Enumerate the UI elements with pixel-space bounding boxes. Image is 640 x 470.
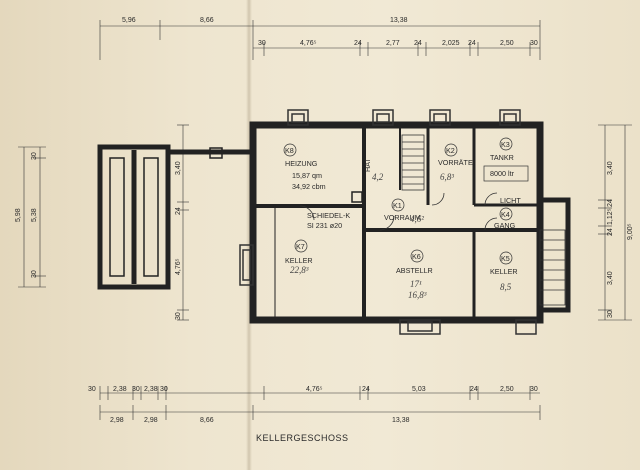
room-k8-id: K8: [285, 146, 294, 155]
room-k5-name: KELLER: [490, 267, 518, 276]
annex-wall: [540, 197, 571, 313]
dim-top-outer-1: 5,96: [122, 17, 136, 24]
room-k3-tank: 8000 ltr: [490, 169, 515, 178]
room-k8-name: HEIZUNG: [285, 159, 318, 168]
staircases: [401, 134, 566, 306]
dim-left-outer-1: 5,98: [15, 208, 22, 222]
dim-left-mid-4: 30: [175, 312, 182, 320]
dim-left-outer-4: 30: [31, 270, 38, 278]
dim-bottom-inner-7: 24: [362, 386, 370, 393]
room-k5-area-hand: 8,5: [500, 282, 512, 292]
dim-top-outer-2: 8,66: [200, 17, 214, 24]
outbuilding: [97, 144, 253, 290]
dim-bottom-outer-2: 2,98: [144, 417, 158, 424]
dim-right-1: 3,40: [607, 161, 614, 175]
window-wells: [239, 109, 537, 335]
dimension-texts: 5,96 8,66 13,38 30 4,76⁵ 24 2,77 24 2,02…: [15, 17, 634, 424]
room-k3-name: TANKR: [490, 153, 514, 162]
dim-bottom-inner-9: 24: [470, 386, 478, 393]
dim-bottom-outer-4: 13,38: [392, 417, 410, 424]
licht-label: LICHT: [500, 196, 521, 205]
dim-left-mid-1: 3,40: [175, 161, 182, 175]
dim-bottom-inner-8: 5,03: [412, 386, 426, 393]
dim-bottom-outer-3: 8,66: [200, 417, 214, 424]
room-k1-area-hand: 4,6²: [410, 214, 424, 224]
dim-top-inner-8: 2,50: [500, 40, 514, 47]
dim-left-outer-3: 30: [31, 152, 38, 160]
dim-left-mid-3: 4,76⁵: [175, 258, 182, 275]
room-k7-id: K7: [296, 242, 305, 251]
room-k4-id: K4: [501, 210, 510, 219]
schiedel-spec: SI 231 ø20: [307, 221, 342, 230]
room-k1-name: VORRAUM: [384, 213, 421, 222]
room-k8-area: 15,87 qm: [292, 171, 322, 180]
room-k1-id: K1: [393, 201, 402, 210]
dim-bottom-outer-1: 2,98: [110, 417, 124, 424]
room-k6-hand1: 17¹: [410, 279, 422, 289]
dim-bottom-inner-2: 2,38: [113, 386, 127, 393]
dim-top-inner-4: 2,77: [386, 40, 400, 47]
dim-top-inner-7: 24: [468, 40, 476, 47]
dim-top-outer-3: 13,38: [390, 17, 408, 24]
dim-bottom-inner-4: 2,38: [144, 386, 158, 393]
dimension-lines: [18, 20, 632, 420]
room-k2-id: K2: [446, 146, 455, 155]
dim-top-inner-6: 2,025: [442, 40, 460, 47]
dim-left-outer-2: 5,38: [31, 208, 38, 222]
dim-right-3: 1,12⁵: [607, 208, 614, 225]
dim-bottom-inner-6: 4,76⁵: [306, 386, 323, 393]
dim-bottom-inner-1: 30: [88, 386, 96, 393]
room-k7-name: KELLER: [285, 256, 313, 265]
dim-top-inner-5: 24: [414, 40, 422, 47]
dim-bottom-inner-3: 30: [132, 386, 140, 393]
hat-label: HAT: [363, 158, 372, 172]
dim-right-7: 9,00⁵: [627, 223, 634, 240]
dim-top-inner-3: 24: [354, 40, 362, 47]
room-k7-area-hand: 22,8³: [290, 265, 309, 275]
walls: [249, 121, 571, 324]
room-k5-id: K5: [501, 254, 510, 263]
dim-bottom-inner-10: 2,50: [500, 386, 514, 393]
dim-top-inner-9: 30: [530, 40, 538, 47]
dim-right-2: 24: [607, 199, 614, 207]
dim-right-6: 30: [607, 310, 614, 318]
schiedel-name: SCHIEDEL-K: [307, 211, 350, 220]
room-k2-area-hand: 6,8³: [440, 172, 454, 182]
room-k6-name: ABSTELLR: [396, 266, 433, 275]
room-k3-id: K3: [501, 140, 510, 149]
dim-top-inner-2: 4,76⁵: [300, 40, 317, 47]
dim-left-mid-2: 24: [175, 207, 182, 215]
room-k6-hand2: 16,8³: [408, 290, 427, 300]
room-k8-volume: 34,92 cbm: [292, 182, 326, 191]
dim-bottom-inner-5: 30: [160, 386, 168, 393]
room-k6-id: K6: [412, 252, 421, 261]
chimney: [351, 191, 363, 203]
room-labels: K8 HEIZUNG 15,87 qm 34,92 cbm K2 VORRÄTE…: [283, 137, 529, 300]
room-k2-name: VORRÄTE: [438, 158, 473, 167]
dim-bottom-inner-11: 30: [530, 386, 538, 393]
paper-fold: [246, 0, 252, 470]
drawing-title: KELLERGESCHOSS: [256, 433, 349, 443]
room-k4-name: GANG: [494, 221, 516, 230]
dim-right-5: 3,40: [607, 271, 614, 285]
doors: [299, 192, 498, 231]
dim-top-inner-1: 30: [258, 40, 266, 47]
outer-wall: [249, 121, 544, 324]
dim-right-4: 24: [607, 228, 614, 236]
flur-area-hand: 4,2: [372, 172, 384, 182]
